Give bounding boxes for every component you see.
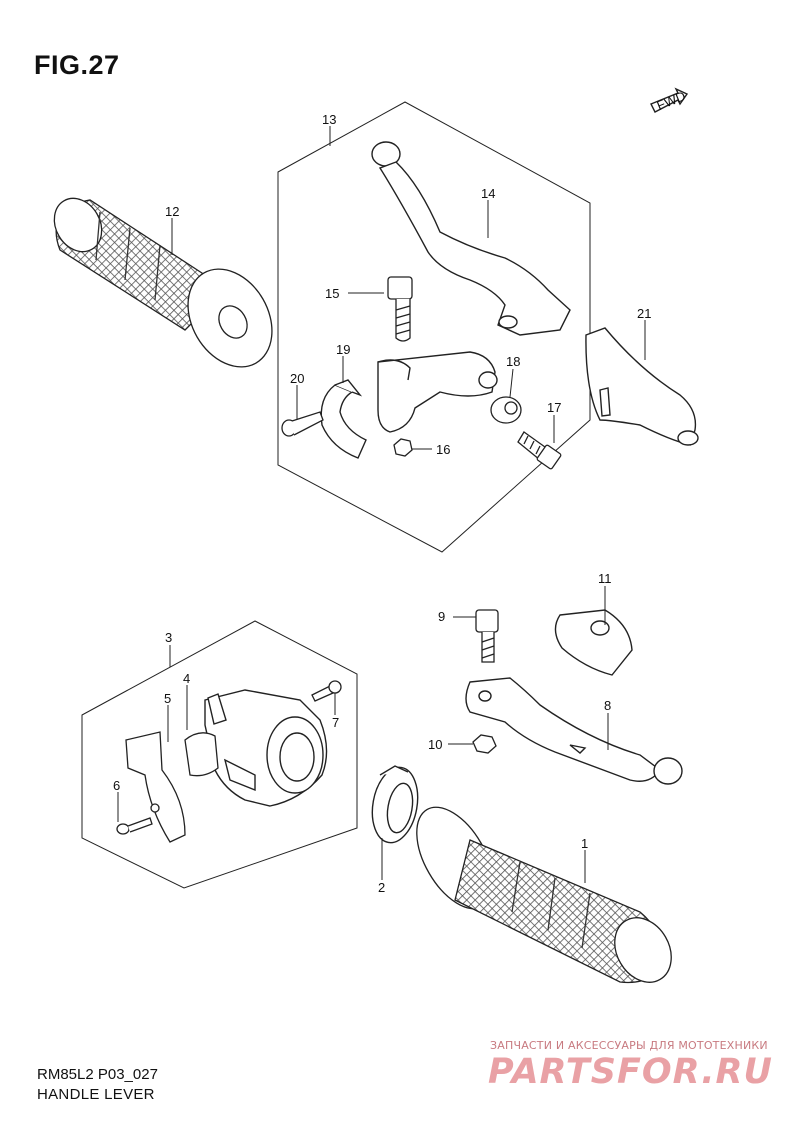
watermark-logo: PARTSFOR.RU [488, 1052, 773, 1092]
nut-10 [472, 734, 497, 754]
callout-4: 4 [183, 671, 190, 686]
callout-17: 17 [547, 400, 561, 415]
callout-8: 8 [604, 698, 611, 713]
clutch-lever-8 [465, 677, 683, 785]
fwd-label: FWD [655, 88, 688, 113]
callout-12: 12 [165, 204, 179, 219]
figure-title: FIG.27 [34, 50, 120, 80]
leader-lines [117, 126, 646, 883]
lever-cover-21 [585, 327, 699, 446]
group-box-3 [81, 620, 358, 889]
callout-21: 21 [637, 306, 651, 321]
callout-7: 7 [332, 715, 339, 730]
cover-plate-5 [125, 731, 186, 843]
ring-2 [371, 765, 419, 844]
section-name: HANDLE LEVER [37, 1086, 155, 1103]
cable-guide-4 [184, 732, 219, 777]
model-code: RM85L2 P03_027 [37, 1066, 158, 1083]
callout-6: 6 [113, 778, 120, 793]
adjuster-bolt-17 [517, 431, 562, 470]
callout-1: 1 [581, 836, 588, 851]
adjuster-18 [490, 396, 522, 424]
callout-18: 18 [506, 354, 520, 369]
callout-15: 15 [325, 286, 339, 301]
callout-13: 13 [322, 112, 336, 127]
callout-11: 11 [598, 571, 612, 586]
screw-20 [281, 411, 324, 437]
bolt-9 [475, 609, 499, 663]
callout-3: 3 [165, 630, 172, 645]
throttle-housing [204, 689, 328, 807]
callout-2: 2 [378, 880, 385, 895]
bolt-15 [387, 276, 413, 342]
lever-holder [377, 351, 498, 433]
brake-lever [371, 141, 571, 336]
callout-14: 14 [481, 186, 495, 201]
clamp-19 [320, 379, 367, 459]
callout-labels: 13 12 14 15 19 18 20 17 16 21 11 3 9 4 5… [113, 112, 651, 895]
grip-left [53, 197, 273, 368]
screw-6 [116, 817, 153, 835]
callout-5: 5 [164, 691, 171, 706]
nut-16 [393, 438, 413, 457]
callout-10: 10 [428, 737, 442, 752]
callout-20: 20 [290, 371, 304, 386]
callout-9: 9 [438, 609, 445, 624]
callout-16: 16 [436, 442, 450, 457]
screw-7 [311, 680, 342, 702]
callout-19: 19 [336, 342, 350, 357]
grip-right [416, 806, 672, 984]
perch-cover-11 [554, 609, 633, 676]
fwd-arrow-icon: FWD [650, 87, 689, 113]
watermark-tagline: ЗАПЧАСТИ И АКСЕССУАРЫ ДЛЯ МОТОТЕХНИКИ [490, 1039, 768, 1052]
group-box-13 [277, 101, 591, 553]
